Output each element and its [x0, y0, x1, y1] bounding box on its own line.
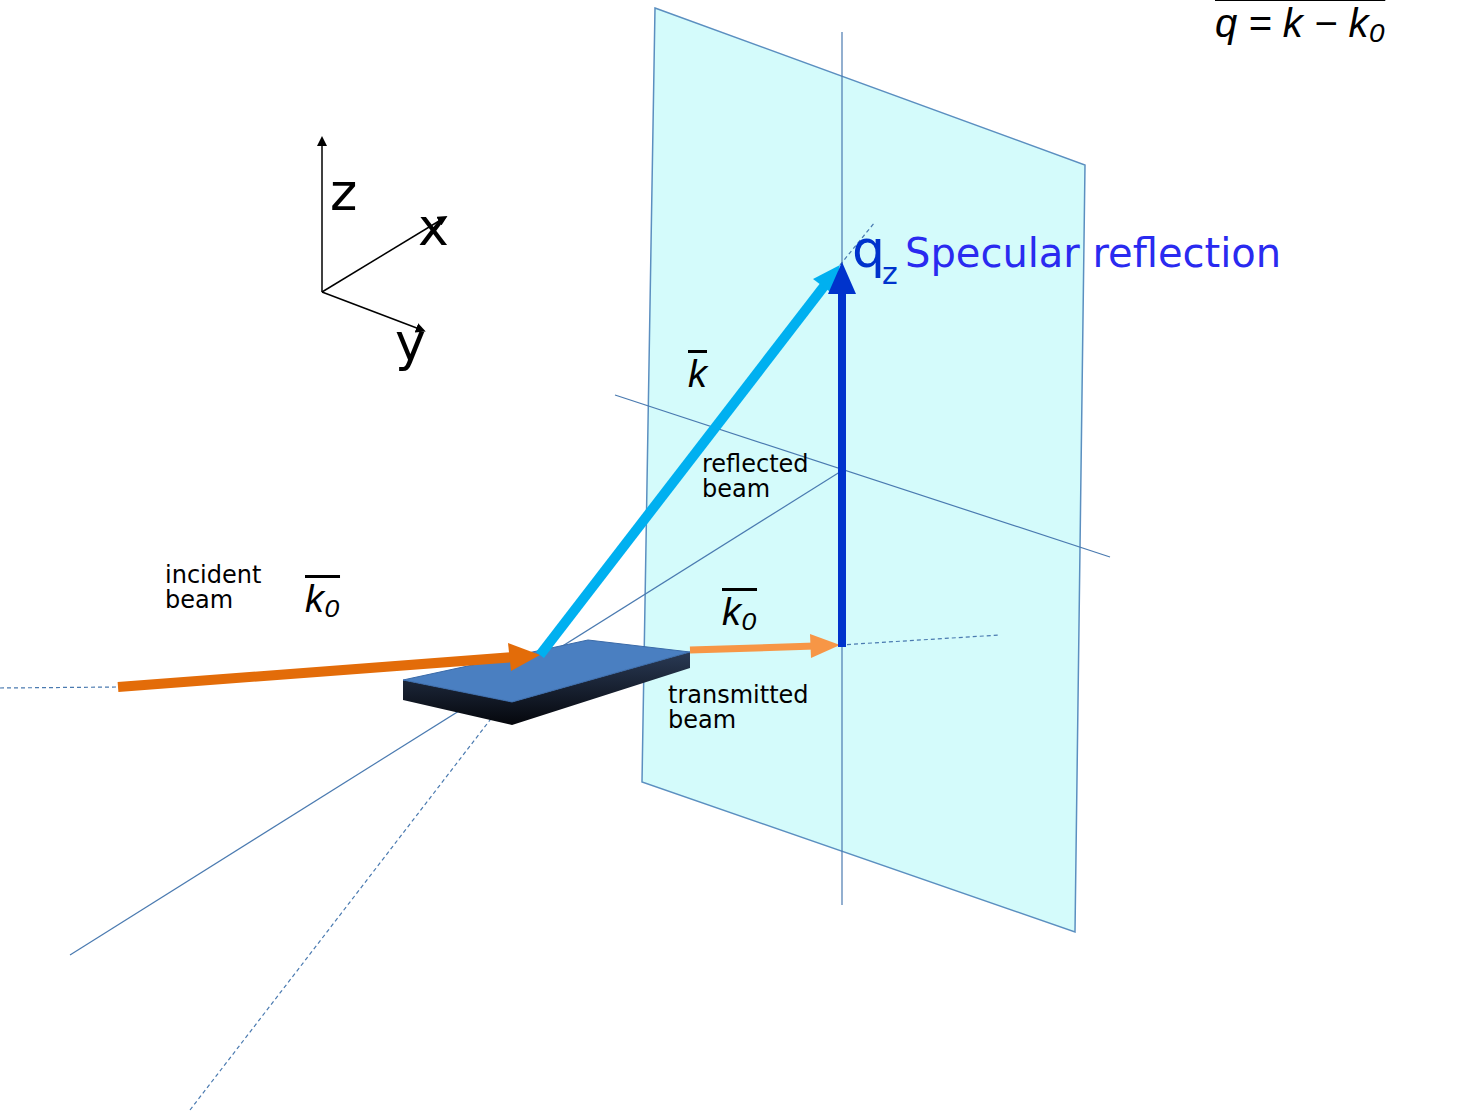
axis-label: y — [395, 315, 426, 370]
vector-label: k — [688, 355, 707, 395]
transmitted-beam — [690, 634, 840, 658]
beam-label: transmitted beam — [668, 683, 838, 733]
axis-label: x — [418, 200, 449, 255]
detector-plane — [642, 8, 1085, 932]
guide-lines — [0, 32, 1110, 1110]
incident-beam — [118, 643, 540, 687]
vector-subscript: z — [882, 258, 898, 290]
title-note: Specular reflection — [905, 232, 1281, 274]
vector-label: q — [852, 222, 885, 277]
axis-label: z — [330, 165, 357, 220]
vector-label: k₀ — [722, 593, 757, 633]
reflected-beam — [540, 265, 840, 655]
beam-label: incident beam — [165, 563, 275, 613]
vector-label: k₀ — [305, 580, 340, 620]
qz-vector — [828, 262, 856, 647]
beam-label: reflected beam — [702, 452, 812, 502]
vector-equation: q = k − k₀ — [1215, 2, 1385, 44]
